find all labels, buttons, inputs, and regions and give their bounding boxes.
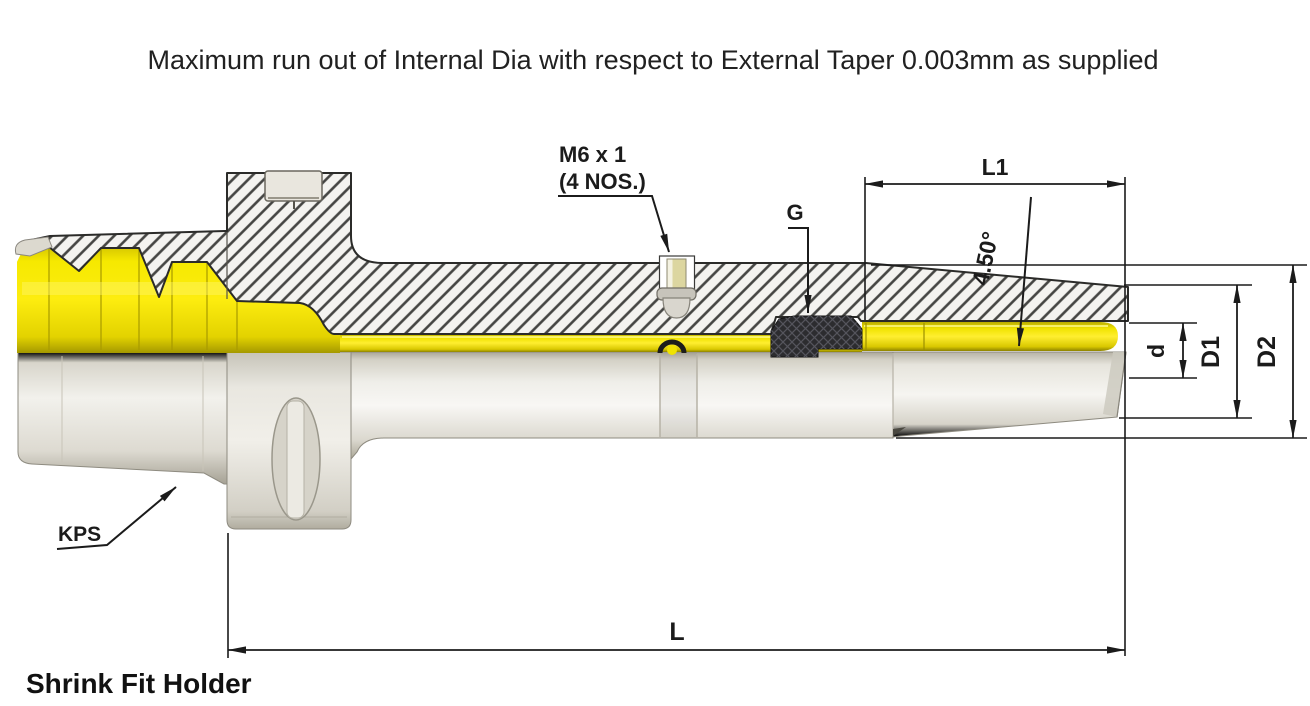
holder-exterior xyxy=(17,351,1127,530)
bore-contour-lines xyxy=(48,247,238,350)
dim-label-d: d xyxy=(1143,344,1169,358)
thread-callout-label: M6 x 1 xyxy=(559,142,626,167)
cross-section-hatch xyxy=(17,172,1129,335)
o-ring-seal xyxy=(657,339,687,354)
dim-label-d2: D2 xyxy=(1253,336,1281,368)
bore-strip-left xyxy=(340,334,862,352)
bore-strip-right xyxy=(862,322,1118,351)
coolant-collar xyxy=(770,315,863,358)
coolant-collar-knurl xyxy=(771,316,862,357)
body-cylinder xyxy=(350,351,894,461)
nose-taper xyxy=(892,351,1127,438)
bore-taper-shading xyxy=(17,245,340,353)
product-caption: Shrink Fit Holder xyxy=(26,668,252,699)
set-screw-highlight xyxy=(667,259,673,292)
flange-drive-slot-face xyxy=(286,400,305,519)
dim-label-l1: L1 xyxy=(982,154,1009,180)
callout-m6: M6 x 1 (4 NOS.) xyxy=(558,142,670,253)
dim-d: d xyxy=(1143,322,1187,379)
shank-face-rim xyxy=(14,236,53,257)
body-joint-recess xyxy=(660,353,697,437)
drawing-title: Maximum run out of Internal Dia with res… xyxy=(148,45,1159,75)
dim-label-l: L xyxy=(669,618,684,646)
set-screw xyxy=(656,255,697,319)
dim-d1: D1 xyxy=(1197,284,1241,419)
dim-label-d1: D1 xyxy=(1197,336,1225,368)
callout-g: G xyxy=(786,200,812,314)
o-ring xyxy=(657,339,687,355)
callouts: M6 x 1 (4 NOS.) G KPS xyxy=(56,142,812,550)
shank-body xyxy=(17,351,228,485)
dimensions: L1 4.50° d D1 D2 L xyxy=(227,154,1307,658)
set-screw-tip xyxy=(662,297,691,319)
dim-l1: L1 xyxy=(864,154,1126,188)
groove-label: G xyxy=(786,200,803,225)
thread-qty-label: (4 NOS.) xyxy=(559,169,646,194)
dim-l: L xyxy=(227,618,1126,654)
callout-kps: KPS xyxy=(56,486,177,550)
kps-label: KPS xyxy=(58,523,101,546)
dim-taper-angle: 4.50° xyxy=(967,196,1032,347)
dim-d2: D2 xyxy=(1253,264,1297,439)
nose-tip-face xyxy=(1103,352,1126,417)
nose-step-shadow xyxy=(893,427,906,436)
flange-top-notch xyxy=(264,170,323,209)
o-ring-bore xyxy=(667,345,677,355)
